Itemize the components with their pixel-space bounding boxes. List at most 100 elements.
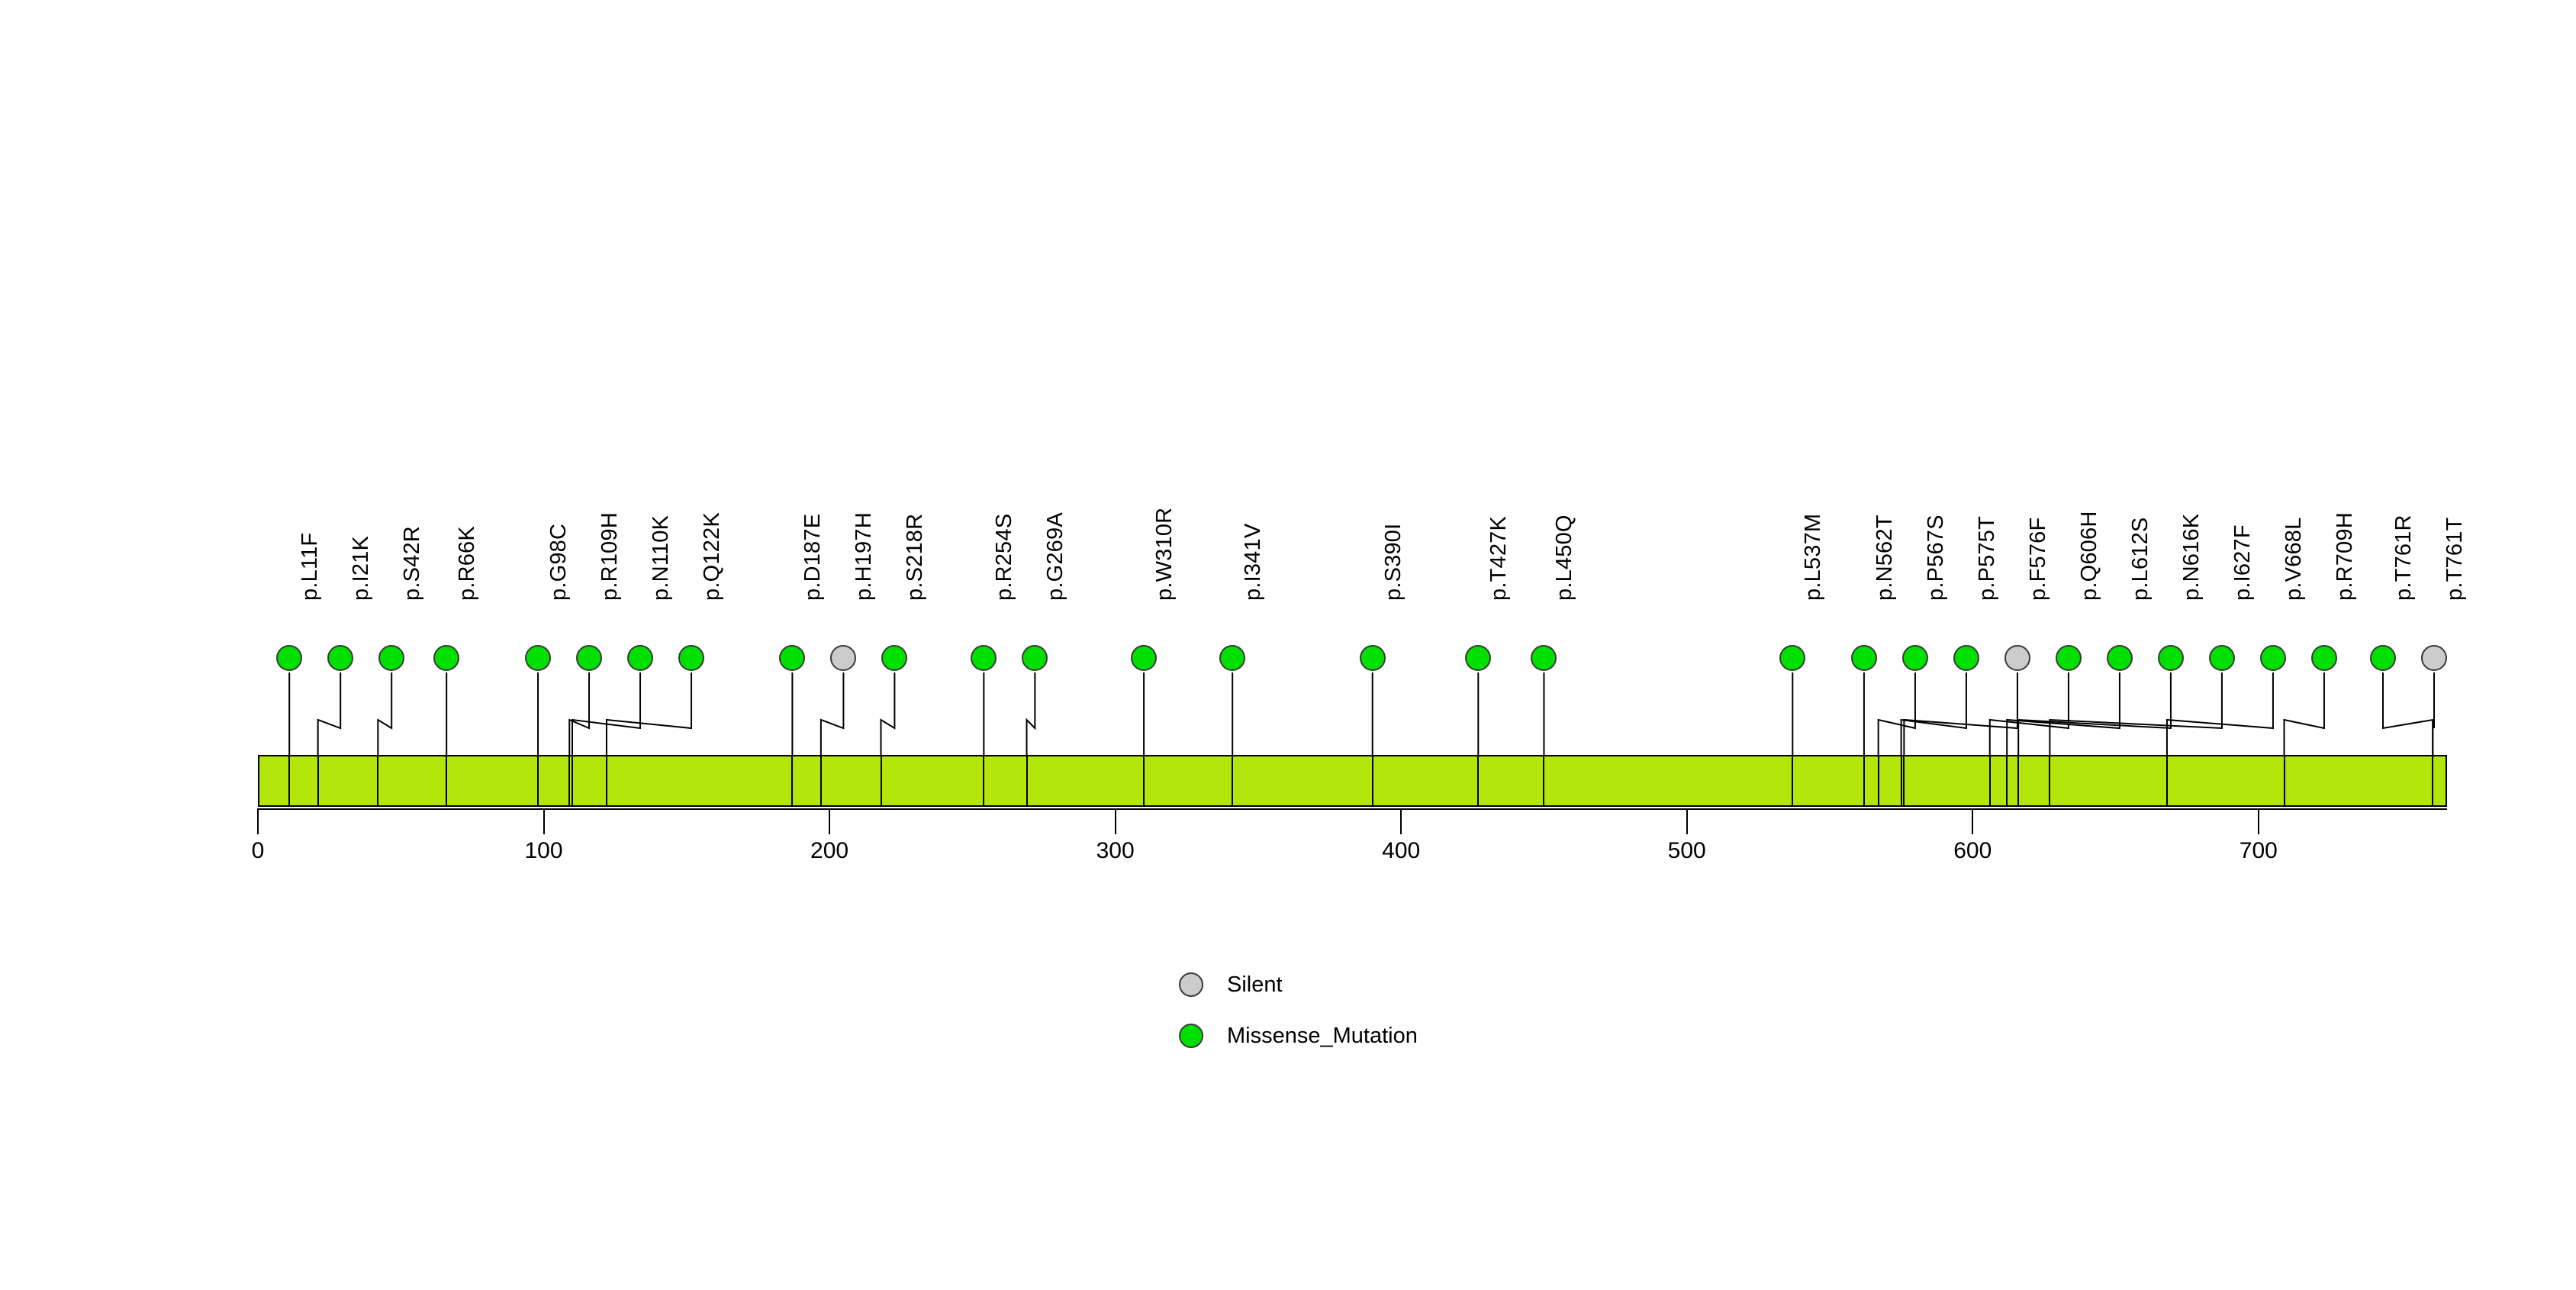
mutation-label-i627f: p.I627F [2230, 524, 2255, 601]
mutation-label-g98c: p.G98C [546, 523, 572, 601]
x-axis-tick [1400, 808, 1402, 834]
lollipop-head-r109h[interactable] [576, 645, 603, 671]
mutation-label-t427k: p.T427K [1486, 515, 1512, 601]
protein-bar-divider [571, 755, 573, 807]
mutation-label-s218r: p.S218R [903, 513, 928, 601]
lollipop-head-r254s[interactable] [971, 645, 997, 671]
mutation-label-r66k: p.R66K [455, 526, 480, 601]
lollipop-head-r709h[interactable] [2310, 645, 2337, 671]
lollipop-head-d187e[interactable] [779, 645, 806, 671]
lollipop-head-q606h[interactable] [2055, 645, 2082, 671]
lollipop-head-l537m[interactable] [1779, 645, 1806, 671]
mutation-label-t761t: p.T761T [2442, 517, 2467, 601]
lollipop-head-t427k[interactable] [1465, 645, 1492, 671]
lollipop-head-h197h[interactable] [830, 645, 857, 671]
legend-swatch-missense_mutation[interactable] [1179, 1024, 1203, 1048]
lollipop-head-w310r[interactable] [1131, 645, 1158, 671]
protein-bar-divider [1792, 755, 1794, 807]
x-axis-tick-label: 700 [2239, 838, 2278, 863]
mutation-label-g269a: p.G269A [1043, 512, 1068, 601]
lollipop-head-r66k[interactable] [433, 645, 460, 671]
mutation-label-l612s: p.L612S [2127, 517, 2153, 601]
protein-bar-divider [1900, 755, 1902, 807]
lollipop-head-f576f[interactable] [2004, 645, 2030, 671]
legend-swatch-silent[interactable] [1179, 972, 1203, 997]
x-axis-tick [1686, 808, 1688, 834]
lollipop-head-l11f[interactable] [276, 645, 303, 671]
protein-bar-divider [2017, 755, 2020, 807]
mutation-label-d187e: p.D187E [800, 513, 826, 601]
mutation-label-f576f: p.F576F [2025, 517, 2050, 601]
x-axis-tick [257, 808, 259, 834]
protein-bar-divider [537, 755, 539, 807]
lollipop-head-s42r[interactable] [378, 645, 405, 671]
mutation-label-s42r: p.S42R [400, 526, 425, 601]
x-axis-tick [829, 808, 831, 834]
protein-bar-divider [1371, 755, 1373, 807]
lollipop-head-g98c[interactable] [525, 645, 552, 671]
protein-bar-divider [2432, 755, 2434, 807]
lollipop-head-v668l[interactable] [2259, 645, 2286, 671]
mutation-label-r109h: p.R109H [597, 512, 623, 601]
mutation-label-v668l: p.V668L [2281, 517, 2306, 601]
x-axis-tick-label: 300 [1096, 838, 1135, 863]
lollipop-head-t761r[interactable] [2370, 645, 2396, 671]
mutation-label-i341v: p.I341V [1241, 523, 1266, 601]
protein-bar-divider [1903, 755, 1905, 807]
mutation-label-q606h: p.Q606H [2076, 511, 2101, 601]
protein-bar-divider [1026, 755, 1028, 807]
lollipop-head-p567s[interactable] [1901, 645, 1928, 671]
legend-label-missense_mutation: Missense_Mutation [1227, 1024, 1418, 1048]
mutation-label-h197h: p.H197H [852, 512, 877, 601]
protein-bar-divider [1477, 755, 1480, 807]
x-axis-tick-label: 0 [251, 838, 265, 863]
mutation-label-l537m: p.L537M [1801, 513, 1826, 601]
protein-backbone-bar [258, 755, 2447, 807]
x-axis-tick-label: 200 [810, 838, 849, 863]
lollipop-head-i21k[interactable] [327, 645, 354, 671]
protein-bar-divider [446, 755, 448, 807]
protein-bar-divider [288, 755, 291, 807]
lollipop-head-n562t[interactable] [1850, 645, 1877, 671]
lollipop-head-t761t[interactable] [2421, 645, 2447, 671]
lollipop-head-p575t[interactable] [1953, 645, 1979, 671]
x-axis-tick [543, 808, 545, 834]
lollipop-head-l450q[interactable] [1531, 645, 1557, 671]
mutation-label-t761r: p.T761R [2391, 514, 2416, 601]
mutation-label-r709h: p.R709H [2332, 512, 2357, 601]
lollipop-head-q122k[interactable] [678, 645, 705, 671]
protein-bar-divider [819, 755, 822, 807]
x-axis-tick-label: 400 [1382, 838, 1421, 863]
lollipop-head-g269a[interactable] [1022, 645, 1048, 671]
lollipop-head-n110k[interactable] [627, 645, 654, 671]
x-axis-tick [2257, 808, 2259, 834]
protein-bar-divider [2283, 755, 2285, 807]
protein-bar-divider [1143, 755, 1145, 807]
x-axis-line [258, 808, 2447, 810]
mutation-label-p567s: p.P567S [1923, 514, 1948, 601]
mutation-label-l450q: p.L450Q [1552, 514, 1577, 601]
mutation-label-s390i: p.S390I [1380, 523, 1406, 601]
protein-bar-divider [1863, 755, 1865, 807]
protein-bar-divider [1988, 755, 1991, 807]
x-axis-tick-label: 500 [1667, 838, 1706, 863]
protein-bar-divider [880, 755, 882, 807]
mutation-label-n110k: p.N110K [649, 514, 674, 601]
protein-bar-divider [1232, 755, 1234, 807]
mutation-label-i21k: p.I21K [349, 535, 374, 601]
lollipop-head-i627f[interactable] [2208, 645, 2235, 671]
protein-bar-divider [2006, 755, 2008, 807]
lollipop-head-s390i[interactable] [1359, 645, 1386, 671]
lollipop-head-s218r[interactable] [881, 645, 908, 671]
mutation-label-q122k: p.Q122K [700, 512, 725, 601]
protein-bar-divider [317, 755, 319, 807]
protein-bar-divider [568, 755, 571, 807]
lollipop-head-i341v[interactable] [1219, 645, 1246, 671]
protein-bar-divider [2165, 755, 2168, 807]
protein-bar-divider [1877, 755, 1879, 807]
lollipop-head-l612s[interactable] [2106, 645, 2133, 671]
x-axis-tick-label: 100 [524, 838, 563, 863]
lollipop-head-n616k[interactable] [2157, 645, 2184, 671]
protein-bar-divider [2049, 755, 2051, 807]
protein-bar-divider [605, 755, 607, 807]
